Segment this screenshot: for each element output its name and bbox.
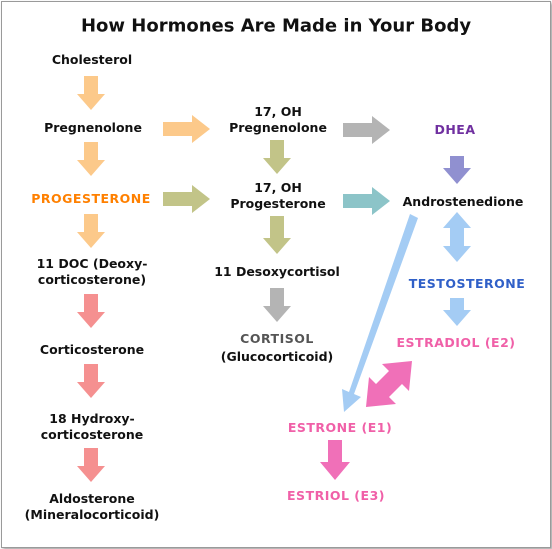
arrow-estradiol-estrone-bidirectional [366, 361, 412, 407]
node-dhea: DHEA [434, 122, 476, 137]
arrow-cholesterol-to-pregnenolone [77, 76, 105, 110]
node-18hydroxy-line2: corticosterone [40, 427, 144, 442]
arrow-11doc-to-corticosterone [77, 294, 105, 328]
node-estriol: ESTRIOL (E3) [287, 488, 385, 503]
node-testosterone: TESTOSTERONE [408, 276, 526, 291]
arrow-18hydroxy-to-aldosterone [77, 448, 105, 482]
node-17oh-progesterone-line1: 17, OH [254, 180, 302, 195]
node-18hydroxy-line1: 18 Hydroxy- [49, 411, 135, 426]
arrow-pregnenolone-to-progesterone [77, 142, 105, 176]
node-cholesterol: Cholesterol [51, 52, 133, 67]
node-11doc-line1: 11 DOC (Deoxy- [36, 256, 148, 271]
diagram-title: How Hormones Are Made in Your Body [80, 15, 472, 37]
node-17oh-pregnenolone: 17, OH Pregnenolone [229, 104, 327, 136]
arrow-17ohpreg-to-dhea [343, 116, 390, 144]
node-17oh-pregnenolone-line2: Pregnenolone [229, 120, 327, 135]
arrow-17ohprog-to-androstenedione [343, 187, 390, 215]
node-aldosterone: Aldosterone (Mineralocorticoid) [25, 491, 160, 523]
node-estrone: ESTRONE (E1) [287, 420, 393, 435]
node-aldosterone-line1: Aldosterone [49, 491, 135, 506]
arrow-corticosterone-to-18hydroxy [77, 364, 105, 398]
arrow-dhea-to-androstenedione [443, 156, 471, 184]
node-17oh-progesterone: 17, OH Progesterone [230, 180, 325, 212]
arrow-17ohpreg-to-17ohprog [263, 140, 291, 174]
node-18hydroxy: 18 Hydroxy- corticosterone [41, 411, 143, 443]
node-cortisol-subtitle: (Glucocorticoid) [220, 349, 334, 364]
arrow-androstenedione-testosterone-bidirectional [443, 212, 471, 262]
node-aldosterone-line2: (Mineralocorticoid) [24, 507, 160, 522]
node-corticosterone: Corticosterone [39, 342, 145, 357]
arrow-estrone-to-estriol [320, 440, 350, 480]
node-11doc: 11 DOC (Deoxy- corticosterone) [37, 256, 148, 288]
arrow-testosterone-to-estradiol [443, 298, 471, 326]
arrow-pregnenolone-to-17ohpreg [163, 115, 210, 143]
node-cortisol: CORTISOL [240, 331, 314, 346]
node-11doc-line2: corticosterone) [37, 272, 147, 287]
arrow-androstenedione-to-estrone [342, 214, 418, 412]
node-progesterone: PROGESTERONE [31, 191, 151, 206]
arrow-17ohprog-to-11desoxycortisol [263, 216, 291, 254]
node-pregnenolone: Pregnenolone [44, 120, 142, 135]
arrow-progesterone-to-17ohprog [163, 185, 210, 213]
node-estradiol: ESTRADIOL (E2) [396, 335, 516, 350]
node-17oh-progesterone-line2: Progesterone [230, 196, 326, 211]
arrow-progesterone-to-11doc [77, 214, 105, 248]
node-androstenedione: Androstenedione [402, 194, 524, 209]
arrow-11desoxycortisol-to-cortisol [263, 288, 291, 322]
node-11-desoxycortisol: 11 Desoxycortisol [214, 264, 340, 279]
node-17oh-pregnenolone-line1: 17, OH [254, 104, 302, 119]
